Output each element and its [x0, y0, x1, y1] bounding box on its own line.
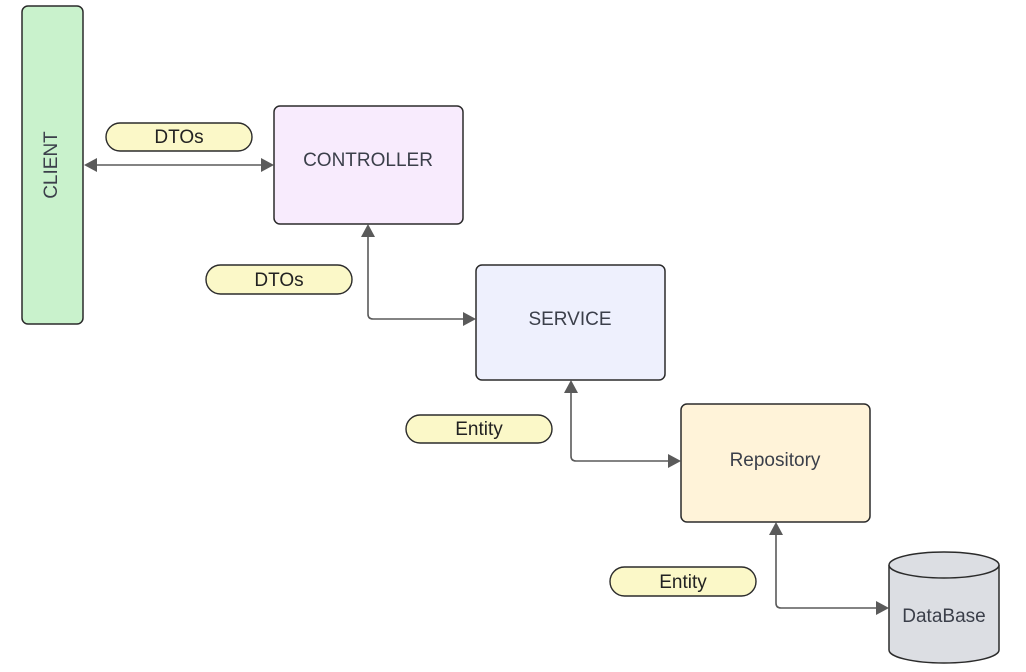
- edge-label-controller-service: DTOs: [205, 264, 353, 295]
- connector-client-controller: [84, 158, 274, 172]
- edge-label-pill: [105, 122, 253, 152]
- database-top: [888, 551, 1000, 579]
- arrowhead-up: [769, 522, 783, 535]
- arrowhead-right: [876, 601, 889, 615]
- repository-label: Repository: [730, 450, 821, 471]
- database-label: DataBase: [902, 606, 985, 627]
- edge-label-text: DTOs: [154, 127, 203, 148]
- edge-label-text: DTOs: [254, 270, 303, 291]
- arrowhead-up: [564, 380, 578, 393]
- repository-box: [680, 403, 871, 523]
- arrowhead-up: [361, 224, 375, 237]
- edge-label-service-repository: Entity: [405, 414, 553, 444]
- connector-controller-service: [361, 224, 476, 326]
- client-label: CLIENT: [41, 131, 62, 199]
- service-node: SERVICE: [475, 264, 666, 381]
- edge-label-pill: [405, 414, 553, 444]
- repository-node: Repository: [680, 403, 871, 523]
- controller-label: CONTROLLER: [303, 150, 433, 171]
- edge-label-pill: [609, 566, 757, 597]
- arrowhead-right: [463, 312, 476, 326]
- arrowhead-left: [84, 158, 97, 172]
- controller-node: CONTROLLER: [273, 105, 464, 225]
- edge-label-pill: [205, 264, 353, 295]
- connector-repository-database: [769, 522, 889, 615]
- client-box: [21, 5, 84, 325]
- service-box: [475, 264, 666, 381]
- arrowhead-right: [261, 158, 274, 172]
- edge-label-text: Entity: [455, 419, 503, 440]
- database-node: DataBase: [888, 551, 1000, 664]
- arrowhead-right: [668, 454, 681, 468]
- edge-label-repository-database: Entity: [609, 566, 757, 597]
- edge-label-text: Entity: [659, 572, 707, 593]
- edge-label-client-controller: DTOs: [105, 122, 253, 152]
- connector-service-repository: [564, 380, 681, 468]
- database-body: [888, 565, 1000, 664]
- client-node: CLIENT: [21, 5, 84, 325]
- service-label: SERVICE: [528, 309, 611, 330]
